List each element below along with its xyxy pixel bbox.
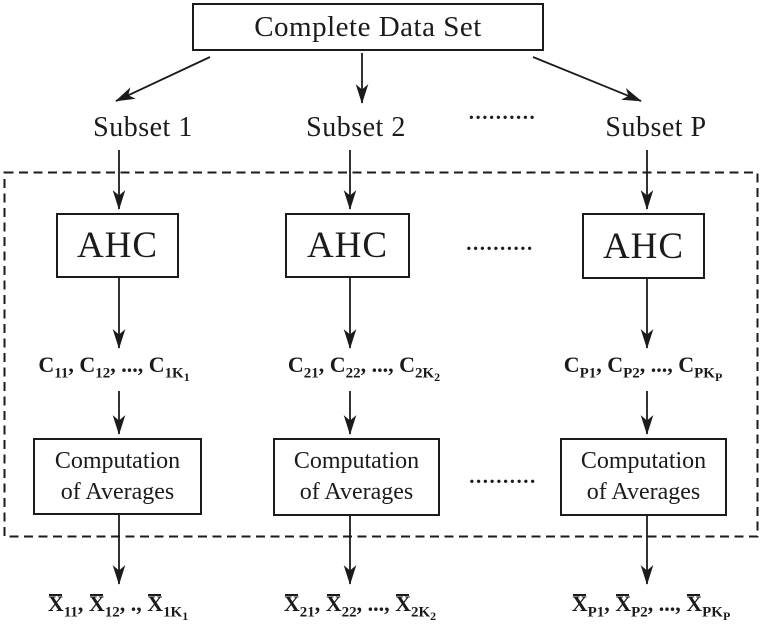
averages-box-line2: of Averages (60, 478, 175, 505)
arrow-dataset-to-subsetP (532, 56, 642, 102)
averages-box-line1: Computation (54, 447, 181, 474)
subset-p-label: Subset P (605, 112, 707, 143)
ahc-box-3: AHC (582, 213, 705, 279)
averages-box-line1: Computation (293, 448, 420, 474)
averages-box-2: Computation of Averages (273, 438, 440, 516)
dashed-processing-boundary (3, 171, 759, 538)
averages-box-1: Computation of Averages (33, 438, 202, 515)
arrow-dataset-to-subset1 (115, 56, 211, 102)
averages-box-line2: of Averages (299, 479, 414, 505)
clusters-label-3: CP1, CP2, ..., CPKP (563, 352, 723, 385)
ahc-box-2: AHC (285, 213, 410, 278)
averages-box-line2: of Averages (586, 479, 701, 505)
subset-1-label: Subset 1 (93, 112, 193, 143)
output-means-label-2: X21, X22, ..., X2K2 (283, 591, 437, 624)
clusters-label-1: C11, C12, ..., C1K1 (38, 352, 190, 385)
ahc-row-ellipsis: .......... (466, 231, 534, 255)
ahc-box-1: AHC (56, 213, 179, 278)
clusters-label-2: C21, C22, ..., C2K2 (287, 352, 441, 385)
output-means-label-1: X11, X12, ., X1K1 (47, 591, 189, 624)
averages-row-ellipsis: .......... (469, 464, 537, 488)
averages-box-line1: Computation (580, 448, 707, 474)
subset-2-label: Subset 2 (306, 112, 406, 143)
complete-data-set-box: Complete Data Set (192, 3, 544, 51)
output-means-label-3: XP1, XP2, ..., XPKP (571, 591, 731, 624)
averages-box-3: Computation of Averages (560, 438, 727, 516)
subset-row-ellipsis: .......... (468, 100, 537, 124)
